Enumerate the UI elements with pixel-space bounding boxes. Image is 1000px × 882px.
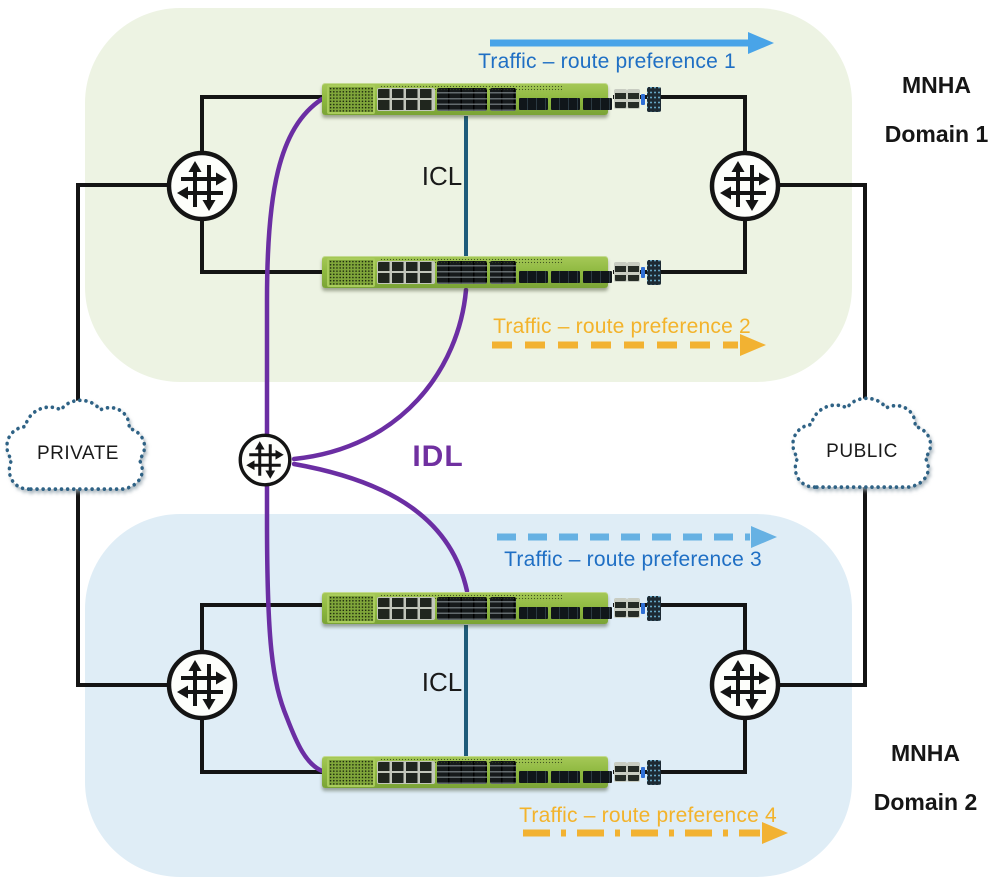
mnha-domain-2-line2: Domain 2 <box>873 789 978 815</box>
traffic-route-preference-4-label: Traffic – route preference 4 <box>519 804 777 827</box>
icl-label-domain2: ICL <box>421 667 463 697</box>
mnha-domain-2-title: MNHA Domain 2 <box>843 740 1000 816</box>
status-led-panel <box>647 759 661 785</box>
device-mgmt-panel <box>615 759 661 785</box>
idl-curve-hub-to-device3 <box>291 461 470 594</box>
traffic-arrow-3-head <box>751 526 777 548</box>
status-led-panel <box>647 259 661 285</box>
device-mgmt-panel <box>615 86 661 112</box>
device-vent-panel <box>327 757 375 787</box>
usb-port-icon <box>641 93 645 105</box>
mnha-domain-1-line2: Domain 1 <box>884 121 989 147</box>
router-icon-d1-right <box>712 153 778 219</box>
device-sfp-ports <box>437 260 487 284</box>
firewall-device-d2-node2 <box>322 756 661 788</box>
router-icon-d1-left <box>169 153 235 219</box>
device-sfp-cages <box>519 98 612 110</box>
idl-curve-device1-to-device4 <box>264 96 325 774</box>
mnha-domain-2-line1: MNHA <box>891 740 960 766</box>
router-icon-d2-left <box>169 652 235 718</box>
public-cloud-label: PUBLIC <box>826 441 898 462</box>
device-sfp-ports <box>490 87 516 111</box>
firewall-device-d1-node1 <box>322 83 661 115</box>
firewall-device-d1-node2 <box>322 256 661 288</box>
mnha-domain-1-title: MNHA Domain 1 <box>854 72 1000 148</box>
firewall-device-d2-node1 <box>322 592 661 624</box>
device-rj45-ports <box>378 597 434 619</box>
traffic-route-preference-3-label: Traffic – route preference 3 <box>504 548 762 571</box>
traffic-route-preference-2-label: Traffic – route preference 2 <box>493 315 751 338</box>
device-vent-panel <box>327 84 375 114</box>
device-vent-panel <box>327 593 375 623</box>
device-rj45-ports <box>378 261 434 283</box>
idl-curve-device2-to-hub <box>291 287 469 462</box>
mnha-domain-1-line1: MNHA <box>902 72 971 98</box>
device-sfp-ports <box>490 596 516 620</box>
usb-port-icon <box>641 602 645 614</box>
device-vent-panel <box>327 257 375 287</box>
idl-label: IDL <box>412 440 464 473</box>
device-sfp-ports <box>437 87 487 111</box>
usb-port-icon <box>641 766 645 778</box>
device-sfp-cages <box>519 771 612 783</box>
router-icon-d2-right <box>712 652 778 718</box>
icl-label-domain1: ICL <box>421 161 463 191</box>
traffic-route-preference-1-label: Traffic – route preference 1 <box>478 50 736 73</box>
traffic-arrow-2-head <box>740 334 766 356</box>
device-sfp-cages <box>519 607 612 619</box>
device-sfp-ports <box>490 260 516 284</box>
status-led-panel <box>647 595 661 621</box>
device-rj45-ports <box>378 88 434 110</box>
traffic-arrow-4-head <box>762 822 788 844</box>
device-sfp-ports <box>437 596 487 620</box>
device-mgmt-panel <box>615 595 661 621</box>
private-cloud-label: PRIVATE <box>37 443 119 464</box>
status-led-panel <box>647 86 661 112</box>
router-icon-idl-hub <box>238 433 292 487</box>
device-sfp-ports <box>437 760 487 784</box>
device-rj45-ports <box>378 761 434 783</box>
device-sfp-ports <box>490 760 516 784</box>
device-sfp-cages <box>519 271 612 283</box>
traffic-arrow-1-head <box>748 32 774 54</box>
device-mgmt-panel <box>615 259 661 285</box>
usb-port-icon <box>641 266 645 278</box>
